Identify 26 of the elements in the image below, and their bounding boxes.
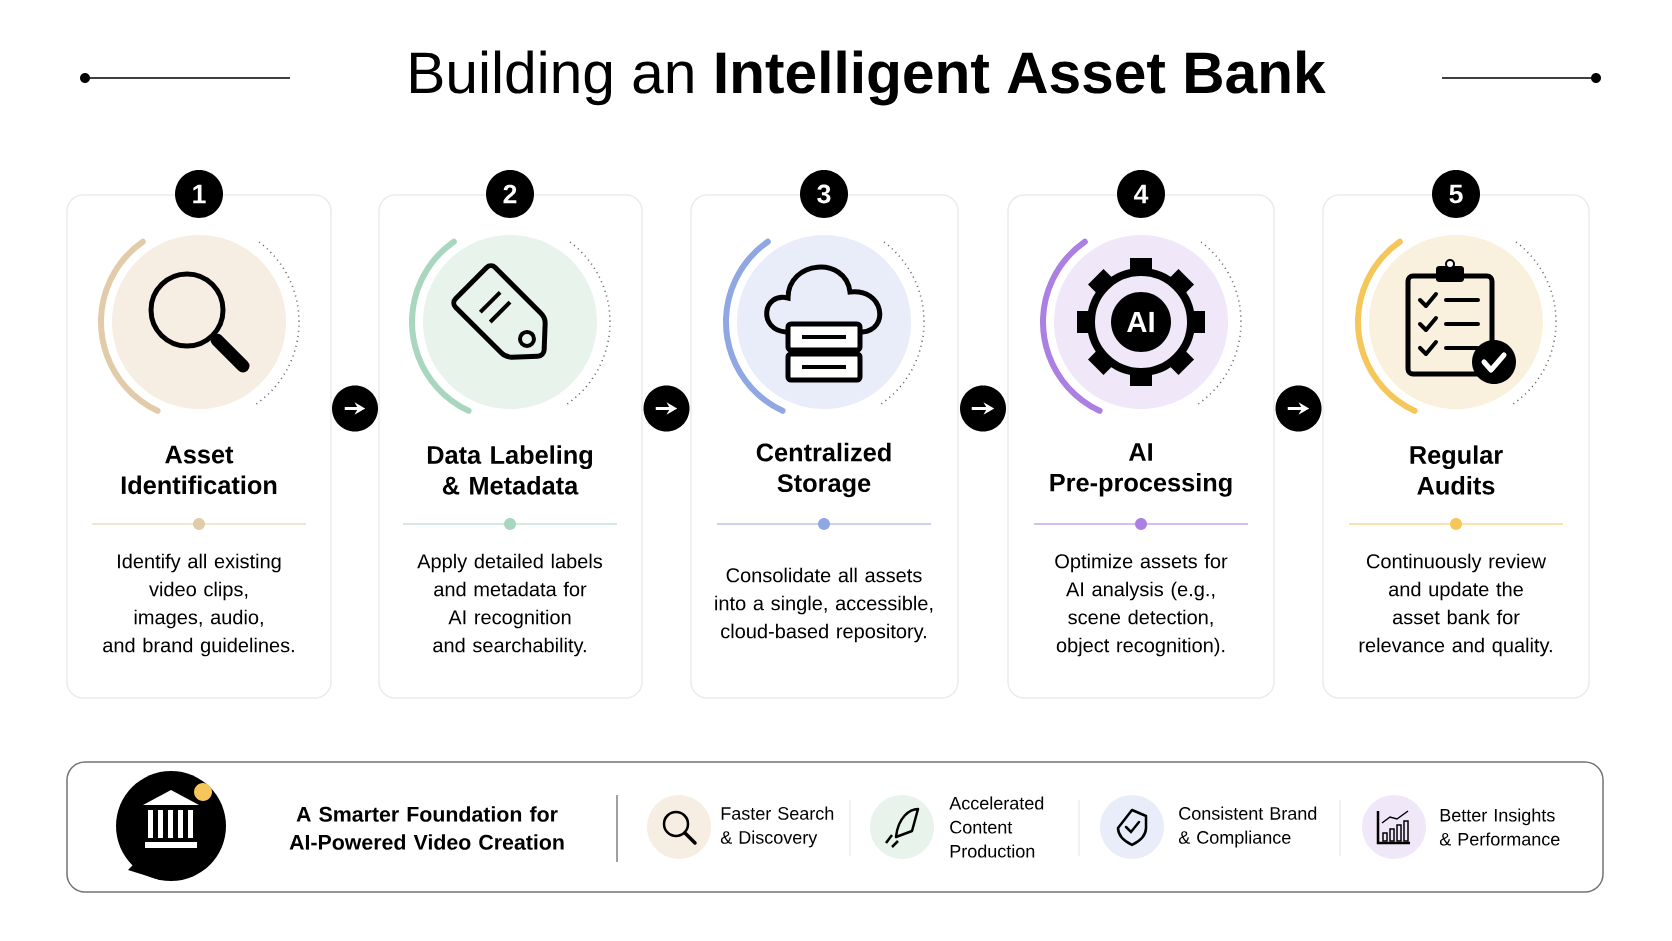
arrow-button [332,385,378,432]
step-title: Regular Audits [1410,445,1503,495]
icon-text: AI [1127,311,1154,333]
step-title: Centralized Storage [756,442,891,498]
summary-text: A Smarter Foundation for AI-Powered Video Creation [289,806,564,850]
step-title: Data Labeling & Metadata [427,445,593,495]
arrow-button [643,385,690,432]
benefit-text: Faster Search & Discovery [720,806,834,848]
step-title: AI Pre-processing [1050,443,1232,497]
benefit-text: Consistent Brand & Compliance [1178,806,1317,848]
step-number: 5 [1432,170,1480,218]
benefit-text: Better Insights & Performance [1439,808,1560,846]
benefit-text: Accelerated Content Production [949,796,1044,858]
step-description: Optimize assets for AI analysis (e.g., scene detection, object recognition). [1055,553,1228,657]
step-number: 2 [486,170,534,218]
step-title: Asset Identification [121,445,277,495]
step-description: Apply detailed labels and metadata for AI recognition and searchability. [417,553,603,657]
step-description: Identify all existing video clips, images, audio, and brand guidelines. [103,553,294,657]
step-description: Continuously review and update the asset bank for relevance and quality. [1359,553,1552,657]
arrow-button [960,385,1006,432]
arrow-button [1275,385,1322,432]
title: Building an Intelligent Asset Bank [411,50,1326,106]
step-number: 1 [175,170,223,218]
step-number: 3 [800,170,848,218]
step-number: 4 [1117,170,1165,218]
step-description: Consolidate all assets into a single, accessible, cloud-based repository. [715,567,933,643]
